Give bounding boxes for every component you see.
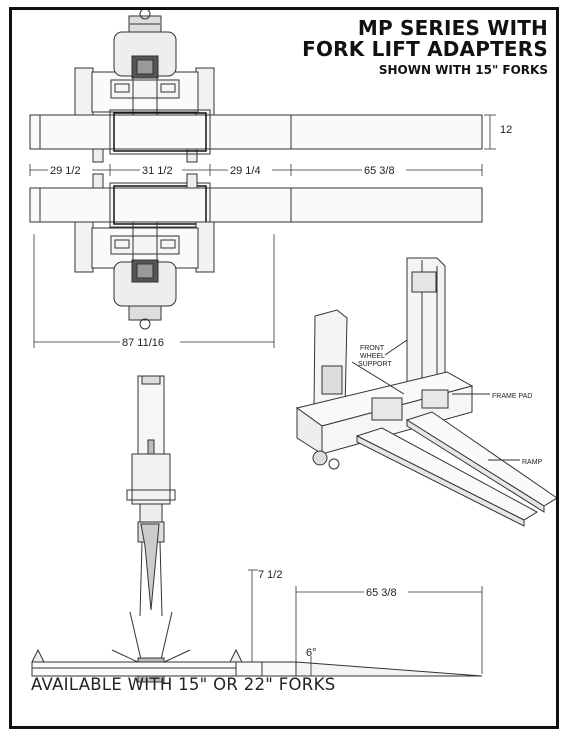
top-view-lower-fork xyxy=(29,182,483,228)
callout-front-wheel-3: SUPPORT xyxy=(358,361,392,368)
top-view-dimension-labels: 12 29 1/2 31 1/2 29 1/4 65 3/8 87 11/16 xyxy=(48,122,520,349)
top-view-dimensions xyxy=(29,114,496,348)
subtitle: SHOWN WITH 15" FORKS xyxy=(378,63,548,77)
title-line-1: MP SERIES WITH xyxy=(357,16,548,40)
dim-seg4: 65 3/8 xyxy=(364,165,395,177)
callout-frame-pad: FRAME PAD xyxy=(492,393,532,400)
diagram-frame: MP SERIES WITH FORK LIFT ADAPTERS SHOWN … xyxy=(9,7,559,729)
dim-fork-height: 12 xyxy=(500,124,512,136)
callout-front-wheel-1: FRONT xyxy=(360,345,385,352)
top-view-upper-lift xyxy=(74,10,215,163)
title-block: MP SERIES WITH FORK LIFT ADAPTERS SHOWN … xyxy=(302,16,548,78)
technical-drawing: 12 29 1/2 31 1/2 29 1/4 65 3/8 87 11/16 xyxy=(29,10,556,683)
dim-seg1: 29 1/2 xyxy=(50,165,81,177)
isometric-callouts: FRONT WHEEL SUPPORT FRAME PAD RAMP xyxy=(358,345,543,466)
callout-front-wheel-2: WHEEL xyxy=(360,353,385,360)
dim-ramp-angle: 6° xyxy=(306,647,317,659)
dim-seg3: 29 1/4 xyxy=(230,165,261,177)
top-view-upper-fork xyxy=(29,109,483,155)
footer-note: AVAILABLE WITH 15" OR 22" FORKS xyxy=(31,675,336,694)
dim-ramp-length: 65 3/8 xyxy=(366,587,397,599)
isometric-view xyxy=(295,257,556,527)
dim-side-height: 7 1/2 xyxy=(258,569,282,581)
side-view-dimensions xyxy=(248,569,483,676)
callout-ramp: RAMP xyxy=(522,459,543,466)
dim-overall-width: 87 11/16 xyxy=(122,337,164,349)
side-view-dimension-labels: 7 1/2 65 3/8 6° xyxy=(258,569,408,659)
side-view xyxy=(31,375,483,683)
title-line-2: FORK LIFT ADAPTERS xyxy=(302,37,548,61)
top-view-lower-lift xyxy=(74,173,215,330)
dim-seg2: 31 1/2 xyxy=(142,165,173,177)
